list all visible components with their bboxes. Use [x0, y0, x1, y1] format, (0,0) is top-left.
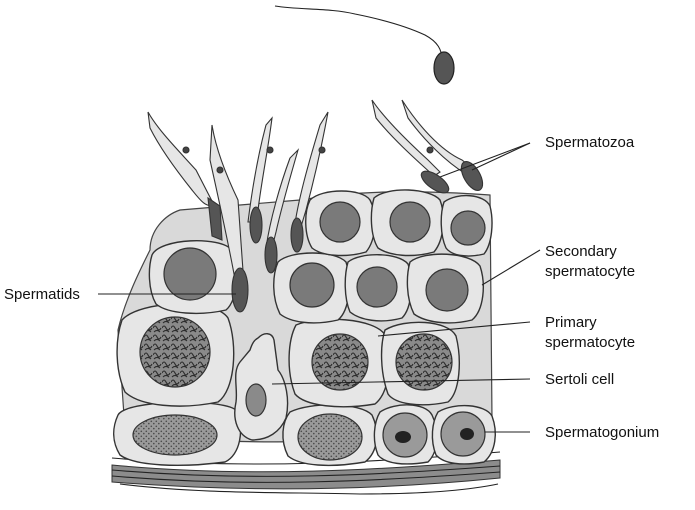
secondary-spermatocyte-cell-7	[440, 195, 493, 257]
primary-spermatocyte-cell-2	[288, 318, 390, 408]
spermatogonium-cell-2	[282, 404, 378, 467]
label-secondary-spermatocyte-line1: Secondary	[545, 243, 617, 260]
secondary-spermatocyte-cell-3	[344, 254, 413, 322]
spermatogonium-cell-3	[373, 404, 438, 465]
primary-spermatocyte-cell-3	[380, 321, 460, 406]
primary-spermatocyte-cell-1	[116, 303, 235, 407]
spermatozoon-free	[274, 5, 455, 85]
label-spermatozoa: Spermatozoa	[545, 134, 635, 151]
secondary-spermatocyte-cell-4	[406, 253, 484, 324]
spermatogonium-cell-4	[431, 405, 496, 465]
secondary-spermatocyte-cell-2	[273, 252, 350, 324]
label-spermatogonium: Spermatogonium	[545, 424, 659, 441]
label-secondary-spermatocyte-line2: spermatocyte	[545, 263, 635, 280]
secondary-spermatocyte-cell-6	[370, 189, 445, 257]
secondary-spermatocyte-cell-1	[148, 240, 238, 315]
spermatid-cluster	[147, 99, 484, 313]
label-spermatids: Spermatids	[4, 286, 80, 303]
sertoli-cell	[234, 333, 289, 441]
label-primary-spermatocyte-line2: spermatocyte	[545, 334, 635, 351]
spermatogonium-cell-1	[113, 401, 242, 467]
leader-lines	[98, 142, 541, 433]
label-sertoli-cell: Sertoli cell	[545, 371, 614, 388]
secondary-spermatocyte-cell-5	[305, 190, 376, 257]
basement-membrane	[111, 451, 501, 495]
label-primary-spermatocyte-line1: Primary	[545, 314, 597, 331]
